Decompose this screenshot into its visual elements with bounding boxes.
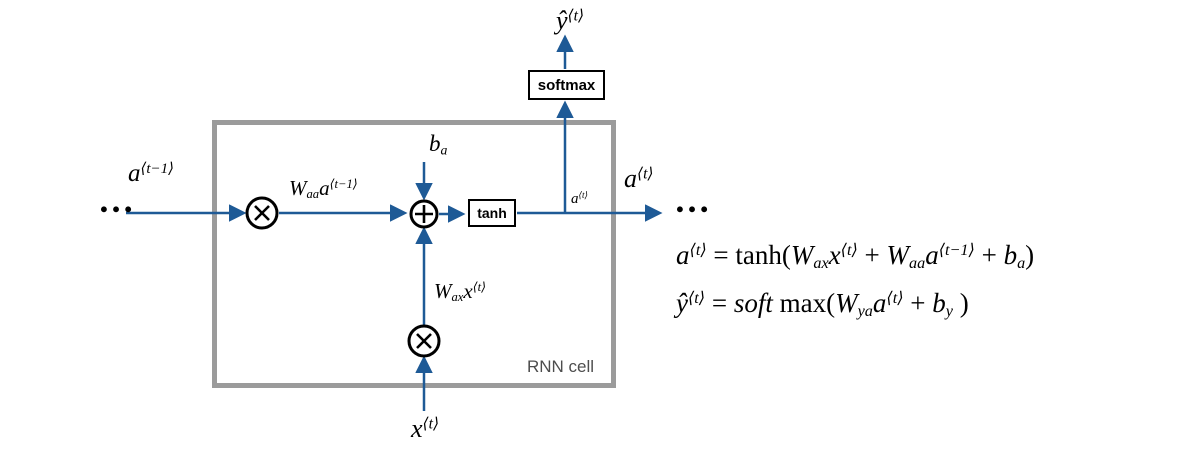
multiply-node-wax (407, 324, 441, 358)
label-a-t-small: a⟨t⟩ (571, 190, 589, 207)
label-x-input: x⟨t⟩ (411, 414, 440, 443)
label-wax-term: Waxx⟨t⟩ (434, 279, 487, 305)
right-ellipsis: … (674, 180, 710, 220)
multiply-node-waa (245, 196, 279, 230)
label-y-hat: ŷ⟨t⟩ (556, 6, 585, 35)
label-waa-term: Waaa⟨t−1⟩ (289, 176, 358, 202)
softmax-box: softmax (528, 70, 605, 100)
equation-output: ŷ⟨t⟩ = soft max(Wyaa⟨t⟩ + by ) (676, 288, 969, 321)
equation-activation: a⟨t⟩ = tanh(Waxx⟨t⟩ + Waaa⟨t−1⟩ + ba) (676, 240, 1035, 273)
label-a-prev: a⟨t−1⟩ (128, 160, 174, 187)
softmax-label: softmax (537, 76, 596, 94)
rnn-cell-caption: RNN cell (527, 357, 595, 376)
tanh-box: tanh (468, 199, 516, 227)
tanh-label: tanh (477, 205, 507, 221)
left-ellipsis: … (98, 180, 134, 220)
label-a-t-output: a⟨t⟩ (624, 164, 654, 193)
label-ba: ba (429, 131, 448, 158)
rnn-cell-boundary (212, 120, 616, 388)
sum-node (409, 199, 439, 229)
